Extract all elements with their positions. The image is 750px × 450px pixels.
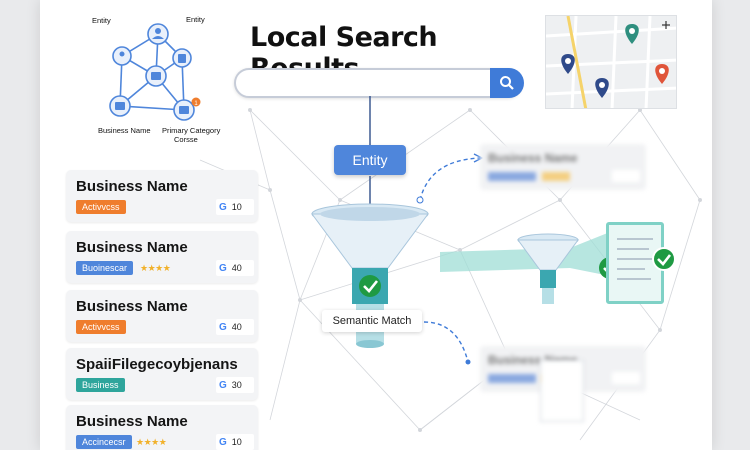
document-icon-verified [606,222,664,304]
blurred-document [540,360,584,422]
google-icon: G [219,380,227,391]
graph-label-business-name: Business Name [98,126,151,135]
result-card-category-badge: Activvcss [76,320,126,334]
funnel-icon-small [517,233,579,304]
map-graphic [546,16,676,108]
result-card-name: SpaiiFilegecoybjenans [76,356,238,373]
rating-stars: ★★★★ [136,437,167,447]
semantic-match-label: Semantic Match [322,310,422,332]
result-card-name: Business Name [76,298,188,315]
graph-label-entity-right: Entity [186,15,205,24]
result-card-name: Business Name [76,178,188,195]
google-icon: G [219,202,227,213]
graph-label-primary-category: Primary Category [162,126,221,135]
expand-icon[interactable] [662,21,670,29]
graph-label-entity-left: Entity [92,16,111,25]
dashed-arrow-bottom [423,321,471,365]
result-card-category-badge: Business [76,378,125,392]
map-pin-icon-teal[interactable] [625,24,639,44]
dashed-arrow-top [416,153,484,204]
entity-box: Entity [334,145,406,175]
teal-beam [440,232,610,276]
google-icon: G [219,322,227,333]
funnel-icon-main [311,203,429,348]
result-card-category-badge: Activvcss [76,200,126,214]
blurred-result-top-name: Business Name [488,151,578,165]
result-card-name: Business Name [76,413,188,430]
checkmark-icon-funnel [359,275,381,297]
result-card-name: Business Name [76,239,188,256]
entity-graph: 1 [109,23,201,121]
checkmark-icon-document [652,247,676,271]
result-card-category-badge: Accincecsr [76,435,132,449]
graph-badge-count: 1 [194,101,198,107]
map-pin-icon[interactable] [561,54,575,74]
google-icon: G [219,263,227,274]
map-pin-icon-navy[interactable] [595,78,609,98]
search-button[interactable] [490,68,524,98]
infographic-canvas: 1 Entity Entity Business Name Primary Ca… [40,0,712,450]
map-thumbnail[interactable] [545,15,677,109]
search-icon [500,76,514,90]
google-icon: G [219,437,227,448]
graph-label-category-sub: Corsse [174,135,198,144]
rating-stars: ★★★★ [140,263,171,273]
blurred-result-top: Business Name [480,144,646,190]
map-pin-icon-red[interactable] [655,64,669,84]
funnel-flow [311,176,621,348]
result-card-category-badge: Buoinescar [76,261,134,275]
search-connector [369,96,371,146]
search-input[interactable] [234,68,522,98]
